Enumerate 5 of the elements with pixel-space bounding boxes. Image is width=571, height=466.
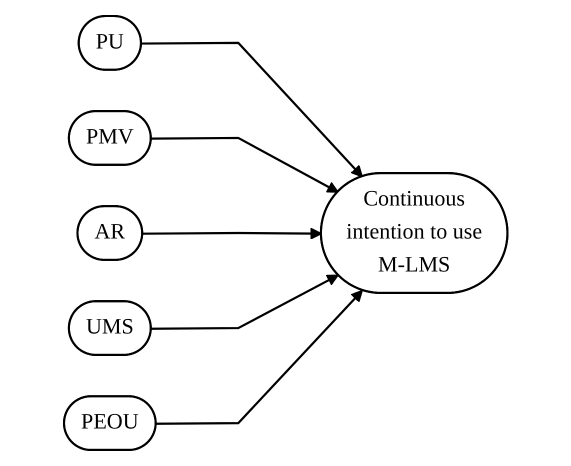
arrow (142, 228, 322, 240)
arrow (151, 136, 339, 193)
arrow (156, 290, 363, 425)
arrow (141, 42, 363, 178)
arrow (151, 274, 339, 330)
